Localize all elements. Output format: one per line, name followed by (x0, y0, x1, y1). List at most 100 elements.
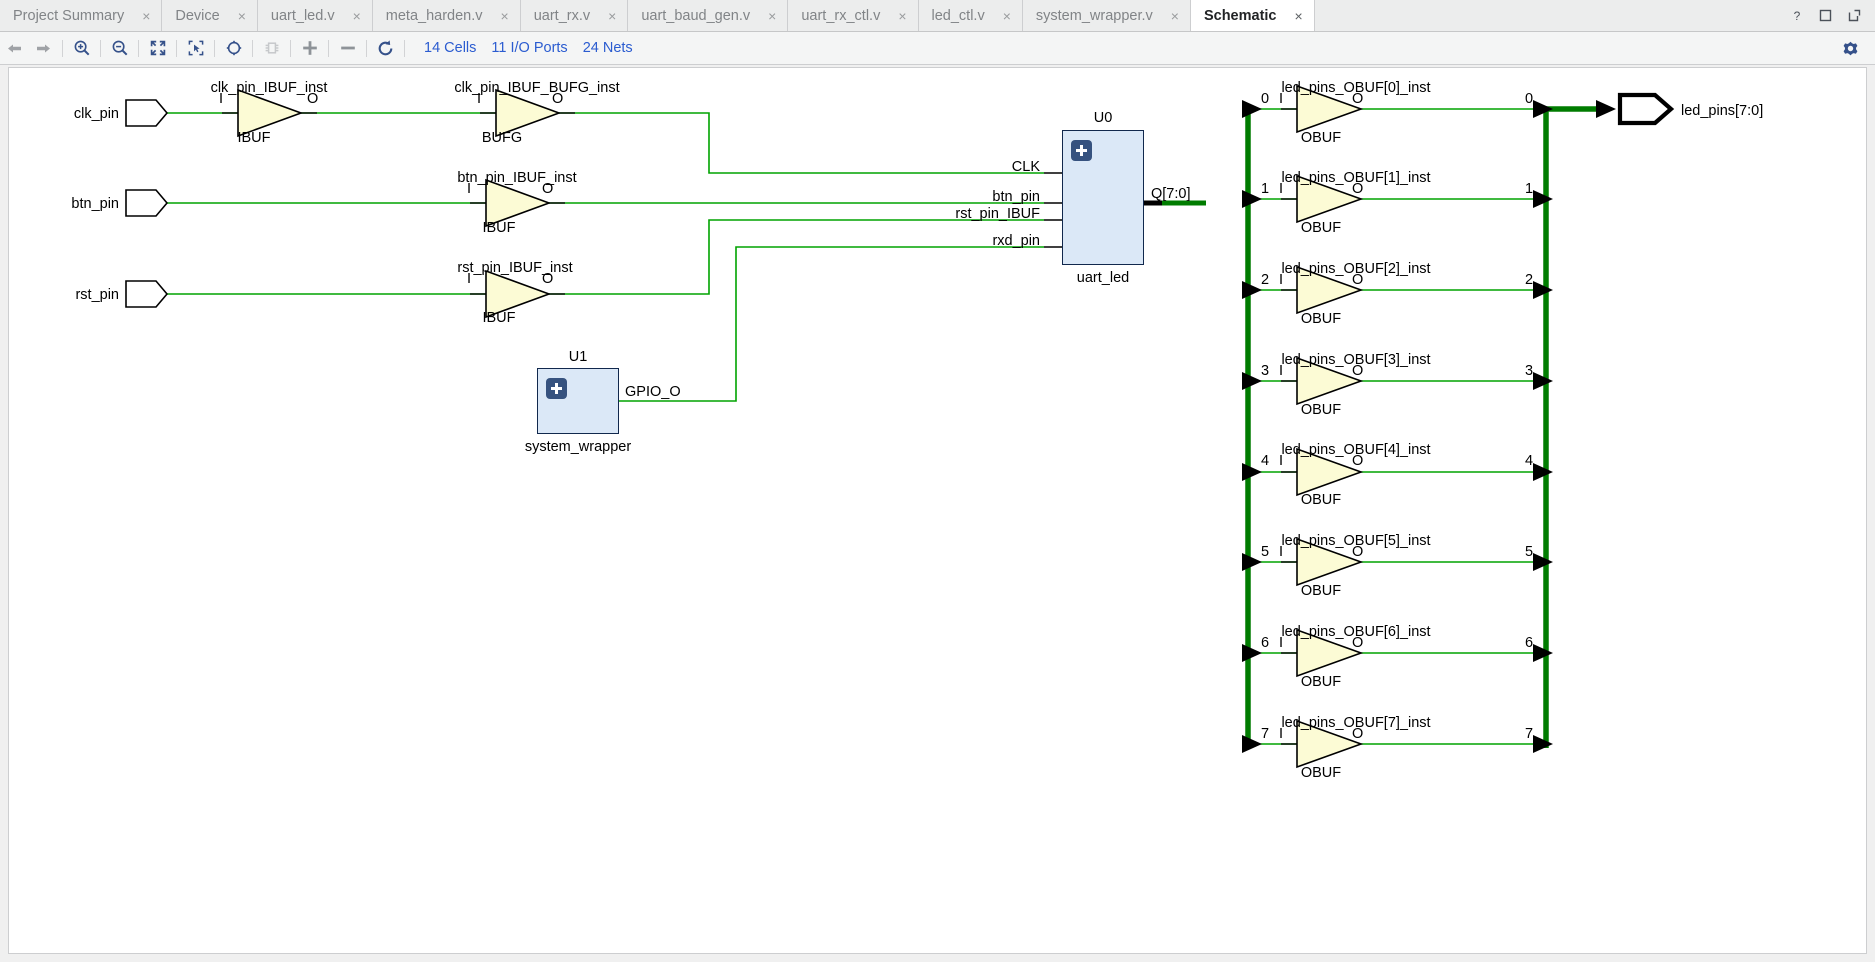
obuf-inst-2[interactable]: led_pins_OBUF[2]_inst (1281, 261, 1431, 277)
tab-led-ctl-v[interactable]: led_ctl.v × (918, 0, 1023, 31)
float-window-icon[interactable] (1847, 8, 1862, 23)
block-u0-uart-led[interactable] (1062, 130, 1144, 265)
help-icon[interactable]: ? (1789, 8, 1804, 23)
obuf-type-5: OBUF (1300, 583, 1342, 599)
reload-icon[interactable] (371, 34, 400, 63)
block-u0-ref: U0 (1093, 110, 1113, 126)
io-ports-count[interactable]: 11 I/O Ports (491, 40, 568, 56)
gear-icon[interactable] (1836, 34, 1865, 63)
obuf-bit-right-6: 6 (1524, 635, 1534, 651)
tab-project-summary[interactable]: Project Summary × (0, 0, 163, 31)
tab-schematic[interactable]: Schematic × (1189, 0, 1315, 31)
tab-meta-harden-v[interactable]: meta_harden.v × (372, 0, 521, 31)
schematic-sheet: U0 uart_led U1 system_wrapper clk_pin bt… (9, 68, 1866, 953)
input-port-label-rst-pin[interactable]: rst_pin (75, 287, 119, 303)
obuf-inst-7[interactable]: led_pins_OBUF[7]_inst (1281, 715, 1431, 731)
buffer-inst-clk-pin-ibuf[interactable]: clk_pin_IBUF_inst (210, 80, 328, 96)
tab-label: uart_led.v (270, 7, 335, 24)
tab-uart-rx-v[interactable]: uart_rx.v × (520, 0, 629, 31)
obuf-bit-left-2: 2 (1260, 272, 1270, 288)
obuf-pin-out-4: O (1352, 453, 1364, 469)
tab-close-icon[interactable]: × (898, 7, 907, 24)
locate-icon[interactable] (219, 34, 248, 63)
tab-close-icon[interactable]: × (237, 7, 246, 24)
obuf-pin-in-1: I (1279, 181, 1284, 197)
obuf-inst-5[interactable]: led_pins_OBUF[5]_inst (1281, 533, 1431, 549)
input-port-shapes (125, 99, 169, 308)
zoom-area-icon[interactable] (181, 34, 210, 63)
toolbar-separator (138, 39, 139, 57)
obuf-inst-1[interactable]: led_pins_OBUF[1]_inst (1281, 170, 1431, 186)
block-u1-system-wrapper[interactable] (537, 368, 619, 434)
buffer-pin-out-clk-ibuf: O (307, 91, 319, 107)
obuf-pin-out-3: O (1352, 363, 1364, 379)
tab-uart-led-v[interactable]: uart_led.v × (257, 0, 373, 31)
u0-pin-btn-pin: btn_pin (992, 189, 1040, 205)
u0-pin-q70: Q[7:0] (1151, 186, 1191, 202)
buffer-inst-btn-pin-ibuf[interactable]: btn_pin_IBUF_inst (457, 170, 577, 186)
tab-close-icon[interactable]: × (142, 7, 151, 24)
forward-arrow-icon[interactable] (29, 34, 58, 63)
svg-text:?: ? (1793, 9, 1800, 23)
tab-close-icon[interactable]: × (1002, 7, 1011, 24)
tab-close-icon[interactable]: × (352, 7, 361, 24)
cells-count[interactable]: 14 Cells (424, 40, 477, 56)
obuf-pin-in-7: I (1279, 726, 1284, 742)
block-u1-ref: U1 (568, 349, 588, 365)
obuf-inst-6[interactable]: led_pins_OBUF[6]_inst (1281, 624, 1431, 640)
obuf-type-6: OBUF (1300, 674, 1342, 690)
tab-close-icon[interactable]: × (1294, 7, 1303, 24)
buffer-type-btn-ibuf: IBUF (482, 220, 516, 236)
tab-system-wrapper-v[interactable]: system_wrapper.v × (1022, 0, 1191, 31)
obuf-pin-out-7: O (1352, 726, 1364, 742)
maximize-icon[interactable] (1818, 8, 1833, 23)
schematic-canvas[interactable]: U0 uart_led U1 system_wrapper clk_pin bt… (8, 67, 1867, 954)
tab-uart-baud-gen-v[interactable]: uart_baud_gen.v × (628, 0, 789, 31)
u0-pin-rst-pin-ibuf: rst_pin_IBUF (955, 206, 1040, 222)
tab-close-icon[interactable]: × (1170, 7, 1179, 24)
zoom-out-icon[interactable] (105, 34, 134, 63)
back-arrow-icon[interactable] (0, 34, 29, 63)
tab-close-icon[interactable]: × (500, 7, 509, 24)
obuf-bit-left-4: 4 (1260, 453, 1270, 469)
tab-close-icon[interactable]: × (768, 7, 777, 24)
buffer-inst-rst-pin-ibuf[interactable]: rst_pin_IBUF_inst (457, 260, 573, 276)
expand-block-u1-button[interactable] (546, 378, 567, 399)
tab-device[interactable]: Device × (162, 0, 258, 31)
buffer-triangles (237, 88, 562, 319)
obuf-inst-0[interactable]: led_pins_OBUF[0]_inst (1281, 80, 1431, 96)
tab-label: system_wrapper.v (1035, 7, 1153, 24)
buffer-pin-out-btn-ibuf: O (542, 181, 554, 197)
tab-close-icon[interactable]: × (608, 7, 617, 24)
tab-uart-rx-ctl-v[interactable]: uart_rx_ctl.v × (788, 0, 919, 31)
output-port-label-led-pins[interactable]: led_pins[7:0] (1681, 103, 1764, 119)
input-port-label-clk-pin[interactable]: clk_pin (73, 106, 119, 122)
buffer-pin-in-btn-ibuf: I (467, 181, 472, 197)
zoom-fit-icon[interactable] (143, 34, 172, 63)
output-port-shape (1617, 92, 1675, 126)
block-u0-cell: uart_led (1076, 270, 1130, 286)
obuf-inst-3[interactable]: led_pins_OBUF[3]_inst (1281, 352, 1431, 368)
obuf-pin-out-0: O (1352, 91, 1364, 107)
input-port-label-btn-pin[interactable]: btn_pin (71, 196, 119, 212)
buffer-pin-in-rst-ibuf: I (467, 271, 472, 287)
obuf-inst-4[interactable]: led_pins_OBUF[4]_inst (1281, 442, 1431, 458)
obuf-type-0: OBUF (1300, 130, 1342, 146)
tab-label: uart_rx_ctl.v (801, 7, 881, 24)
buffer-type-clk-ibuf: IBUF (237, 130, 271, 146)
collapse-minus-icon[interactable] (333, 34, 362, 63)
buffer-type-rst-ibuf: IBUF (482, 310, 516, 326)
u0-pin-rxd-pin: rxd_pin (992, 233, 1040, 249)
toolbar-separator (100, 39, 101, 57)
schematic-wires (125, 84, 1675, 769)
toolbar-separator (252, 39, 253, 57)
tab-bar-filler (1314, 0, 1779, 31)
expand-plus-icon[interactable] (295, 34, 324, 63)
obuf-pin-out-2: O (1352, 272, 1364, 288)
expand-block-u0-button[interactable] (1071, 140, 1092, 161)
nets-count[interactable]: 24 Nets (582, 40, 633, 56)
obuf-pin-in-5: I (1279, 544, 1284, 560)
obuf-bit-right-4: 4 (1524, 453, 1534, 469)
buffer-inst-clk-pin-ibuf-bufg[interactable]: clk_pin_IBUF_BUFG_inst (454, 80, 620, 96)
zoom-in-icon[interactable] (67, 34, 96, 63)
